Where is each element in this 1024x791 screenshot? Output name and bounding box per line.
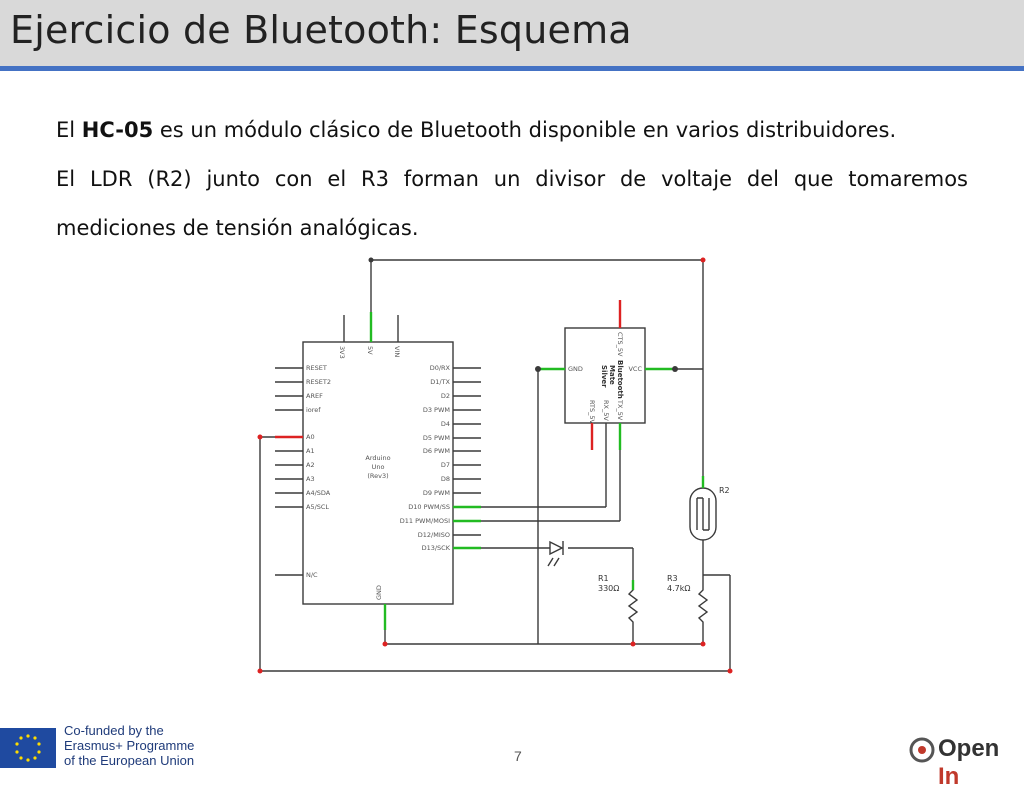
svg-text:A4/SDA: A4/SDA bbox=[306, 489, 331, 497]
svg-text:D5 PWM: D5 PWM bbox=[423, 434, 450, 442]
svg-text:D9 PWM: D9 PWM bbox=[423, 489, 450, 497]
svg-text:RTS_5V: RTS_5V bbox=[588, 400, 596, 425]
svg-text:D13/SCK: D13/SCK bbox=[422, 544, 451, 552]
svg-text:D11 PWM/MOSI: D11 PWM/MOSI bbox=[400, 517, 450, 525]
title-underline bbox=[0, 66, 1024, 71]
svg-text:A1: A1 bbox=[306, 447, 315, 455]
svg-text:A5/SCL: A5/SCL bbox=[306, 503, 329, 511]
svg-text:3V3: 3V3 bbox=[338, 346, 346, 359]
svg-text:4.7kΩ: 4.7kΩ bbox=[667, 584, 690, 593]
ldr-r2 bbox=[689, 487, 717, 541]
svg-text:D3 PWM: D3 PWM bbox=[423, 406, 450, 414]
p1-post: es un módulo clásico de Bluetooth dispon… bbox=[153, 118, 897, 142]
svg-text:D2: D2 bbox=[441, 392, 450, 400]
p1-pre: El bbox=[56, 118, 82, 142]
svg-text:R1: R1 bbox=[598, 574, 609, 583]
led bbox=[547, 540, 564, 567]
arduino-right-pins bbox=[453, 367, 481, 536]
eu-cofunded-text: Co-funded by the Erasmus+ Programme of t… bbox=[64, 723, 195, 768]
svg-text:Bluetooth: Bluetooth bbox=[616, 360, 624, 399]
open-in-logo-icon bbox=[909, 737, 935, 763]
svg-text:ioref: ioref bbox=[306, 406, 321, 414]
svg-text:Silver: Silver bbox=[600, 365, 608, 388]
svg-text:VIN: VIN bbox=[393, 346, 401, 357]
title-bar bbox=[0, 0, 1024, 66]
svg-text:RESET: RESET bbox=[306, 364, 327, 372]
svg-text:R2: R2 bbox=[719, 486, 730, 495]
svg-text:RESET2: RESET2 bbox=[306, 378, 331, 386]
slide-body: El HC-05 es un módulo clásico de Bluetoo… bbox=[56, 106, 968, 253]
svg-text:TX_5V: TX_5V bbox=[616, 399, 624, 421]
resistor-r3 bbox=[697, 580, 709, 630]
resistor-r1 bbox=[627, 580, 639, 630]
svg-text:VCC: VCC bbox=[628, 365, 642, 373]
svg-text:D12/MISO: D12/MISO bbox=[418, 531, 450, 539]
svg-text:A0: A0 bbox=[306, 433, 315, 441]
svg-text:330Ω: 330Ω bbox=[598, 584, 619, 593]
paragraph-2: El LDR (R2) junto con el R3 forman un di… bbox=[56, 167, 968, 240]
svg-text:5V: 5V bbox=[366, 346, 374, 355]
svg-text:D6 PWM: D6 PWM bbox=[423, 447, 450, 455]
svg-text:RX_5V: RX_5V bbox=[602, 400, 610, 421]
svg-text:D7: D7 bbox=[441, 461, 450, 469]
svg-text:R3: R3 bbox=[667, 574, 678, 583]
svg-text:A2: A2 bbox=[306, 461, 315, 469]
svg-text:GND: GND bbox=[375, 585, 383, 600]
svg-text:CTS_5V: CTS_5V bbox=[616, 332, 624, 357]
svg-text:D0/RX: D0/RX bbox=[430, 364, 451, 372]
p1-bold: HC-05 bbox=[81, 118, 154, 142]
svg-text:GND: GND bbox=[568, 365, 583, 373]
arduino-board bbox=[302, 341, 454, 605]
bluetooth-module bbox=[564, 327, 646, 424]
svg-text:D4: D4 bbox=[441, 420, 450, 428]
logo-text: Open In bbox=[938, 735, 1000, 790]
svg-text:D10 PWM/SS: D10 PWM/SS bbox=[408, 503, 450, 511]
svg-text:N/C: N/C bbox=[306, 571, 318, 579]
arduino-left-pins bbox=[275, 367, 303, 576]
paragraph-1: El HC-05 es un módulo clásico de Bluetoo… bbox=[56, 106, 968, 155]
slide-title: Ejercicio de Bluetooth: Esquema bbox=[10, 8, 632, 52]
svg-text:AREF: AREF bbox=[306, 392, 323, 400]
svg-text:D1/TX: D1/TX bbox=[430, 378, 450, 386]
page-number: 7 bbox=[514, 748, 522, 764]
eu-flag-icon bbox=[0, 728, 56, 768]
svg-text:A3: A3 bbox=[306, 475, 315, 483]
svg-text:Mate: Mate bbox=[608, 365, 616, 385]
svg-text:D8: D8 bbox=[441, 475, 450, 483]
